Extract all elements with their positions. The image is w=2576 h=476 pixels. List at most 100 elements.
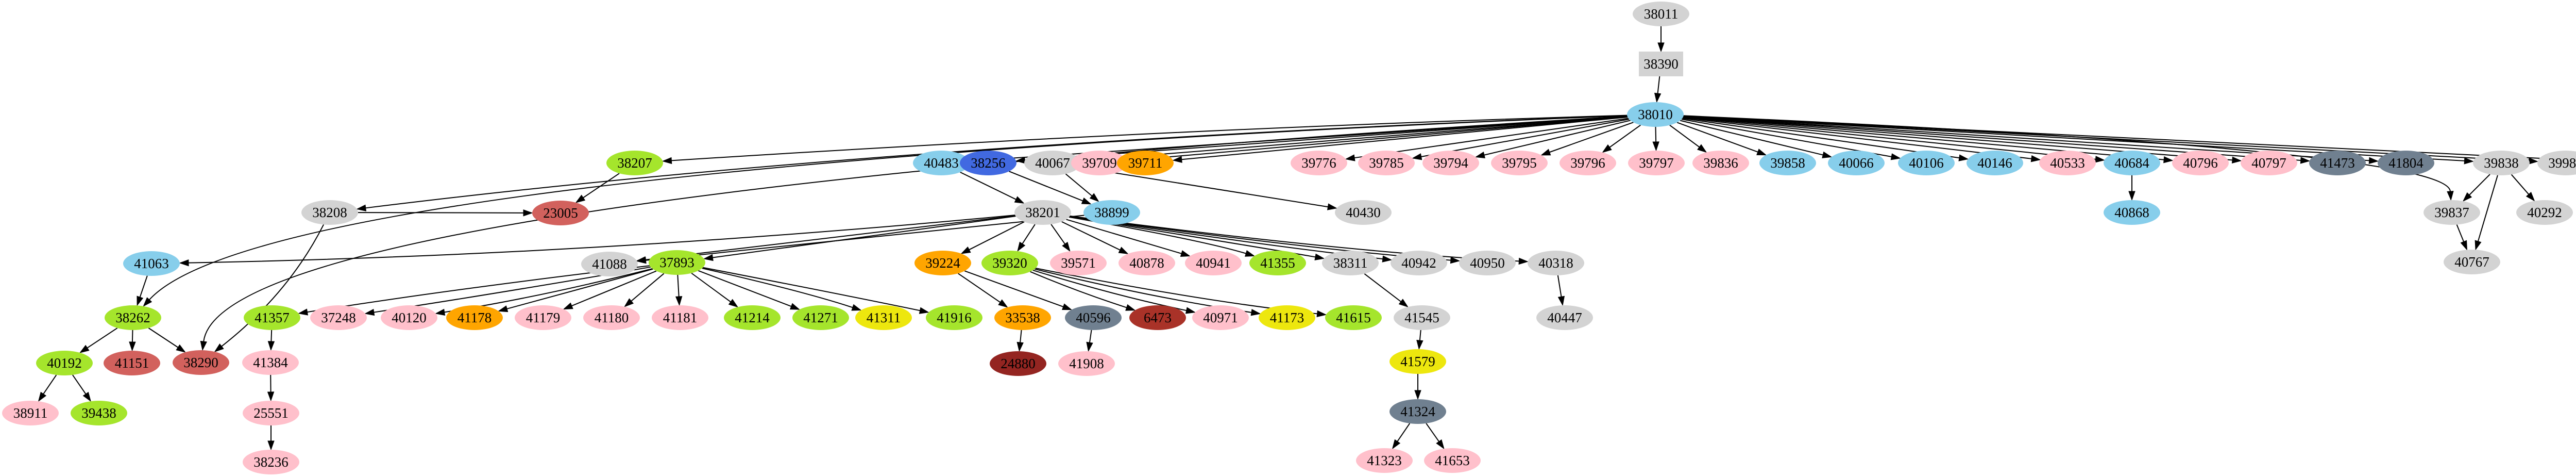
- edges-layer: [38, 26, 2576, 451]
- node-label-39224: 39224: [925, 255, 960, 271]
- node-ellipse-40971: [1192, 305, 1249, 330]
- node-39438: 39438: [71, 401, 127, 425]
- arrowhead-39838-39837: [2462, 192, 2472, 202]
- arrowhead-40067-38899: [1089, 193, 1099, 202]
- node-ellipse-40797: [2241, 151, 2297, 175]
- node-label-39797: 39797: [1639, 155, 1674, 171]
- arrowhead-37893-41180: [624, 298, 634, 307]
- node-38236: 38236: [243, 450, 299, 474]
- node-label-40868: 40868: [2114, 205, 2149, 220]
- node-39785: 39785: [1358, 151, 1415, 175]
- node-39797: 39797: [1628, 151, 1685, 175]
- node-ellipse-38207: [606, 151, 663, 175]
- node-ellipse-40146: [1967, 151, 2023, 175]
- node-40067: 40067: [1024, 151, 1081, 175]
- node-ellipse-39836: [1692, 151, 1749, 175]
- node-ellipse-41384: [242, 350, 299, 375]
- node-ellipse-41181: [652, 305, 708, 330]
- node-label-39794: 39794: [1433, 155, 1468, 171]
- node-ellipse-41615: [1325, 305, 1382, 330]
- node-40797: 40797: [2241, 151, 2297, 175]
- edge-38201-37893: [713, 216, 1016, 258]
- arrowhead-39320-6473: [1125, 304, 1136, 311]
- edge-37893-41214: [691, 272, 731, 303]
- node-41653: 41653: [1424, 448, 1481, 473]
- node-ellipse-39709: [1071, 151, 1128, 175]
- edge-38010-39711: [1181, 117, 1628, 160]
- node-ellipse-38011: [1633, 2, 1689, 26]
- node-label-41324: 41324: [1400, 404, 1435, 419]
- edge-39838-40292: [2511, 174, 2529, 195]
- node-ellipse-40447: [1536, 305, 1593, 330]
- node-ellipse-41088: [581, 252, 638, 276]
- node-label-39571: 39571: [1061, 255, 1096, 271]
- node-40684: 40684: [2104, 151, 2160, 175]
- node-label-41579: 41579: [1400, 354, 1435, 369]
- node-ellipse-40430: [1335, 200, 1392, 225]
- arrowhead-41357-41384: [267, 341, 275, 351]
- node-ellipse-40192: [36, 351, 93, 375]
- edge-38010-40106: [1681, 119, 1892, 157]
- arrowhead-40318-40447: [1557, 296, 1565, 306]
- edge-40067-40430: [1079, 167, 1328, 208]
- node-ellipse-41473: [2309, 151, 2366, 175]
- edge-40192-39438: [72, 374, 87, 395]
- node-41180: 41180: [583, 305, 640, 330]
- arrowhead-38010-40066: [1822, 151, 1833, 158]
- arrowhead-39320-41173: [1250, 309, 1261, 316]
- node-ellipse-38311: [1322, 251, 1379, 275]
- node-ellipse-41357: [244, 305, 300, 330]
- arrowhead-38262-38290: [176, 344, 186, 353]
- node-41323: 41323: [1356, 448, 1413, 473]
- node-39709: 39709: [1071, 151, 1128, 175]
- node-40292: 40292: [2516, 200, 2573, 225]
- node-ellipse-33538: [994, 305, 1051, 330]
- node-40796: 40796: [2172, 151, 2229, 175]
- node-ellipse-41653: [1424, 448, 1481, 473]
- node-label-38256: 38256: [971, 155, 1006, 171]
- edge-41324-41323: [1397, 423, 1411, 442]
- node-40066: 40066: [1828, 151, 1885, 175]
- node-ellipse-41804: [2378, 151, 2434, 175]
- node-ellipse-41063: [123, 251, 180, 276]
- node-39838: 39838: [2473, 151, 2530, 175]
- node-ellipse-41908: [1058, 351, 1115, 376]
- node-41178: 41178: [446, 305, 503, 330]
- edge-38010-40066: [1680, 120, 1823, 156]
- node-label-39785: 39785: [1369, 155, 1404, 171]
- node-ellipse-39796: [1560, 151, 1616, 175]
- arrowhead-38011-38390: [1657, 42, 1665, 53]
- edge-40067-38899: [1065, 173, 1093, 196]
- arrowhead-37893-37248: [364, 308, 375, 316]
- arrowhead-38010-40106: [1890, 153, 1901, 160]
- node-label-24880: 24880: [1001, 356, 1036, 371]
- node-label-40430: 40430: [1346, 205, 1381, 220]
- arrowhead-37893-41181: [675, 296, 683, 306]
- node-label-39796: 39796: [1570, 155, 1605, 171]
- node-label-41173: 41173: [1270, 310, 1304, 325]
- node-40868: 40868: [2104, 200, 2160, 225]
- node-40120: 40120: [381, 305, 437, 330]
- node-40941: 40941: [1185, 251, 1242, 275]
- edge-38010-38256: [1025, 116, 1628, 161]
- arrowhead-39837-40767: [2460, 240, 2467, 251]
- node-ellipse-41179: [515, 305, 571, 330]
- node-39320: 39320: [981, 251, 1038, 275]
- node-ellipse-40106: [1898, 151, 1955, 175]
- node-ellipse-38201: [1014, 200, 1071, 225]
- arrowhead-38390-38010: [1654, 92, 1662, 103]
- node-ellipse-41579: [1389, 349, 1446, 374]
- arrowhead-38311-41545: [1398, 299, 1409, 308]
- node-40878: 40878: [1118, 251, 1175, 275]
- node-41311: 41311: [855, 305, 912, 330]
- node-38010: 38010: [1627, 102, 1684, 127]
- arrowhead-38010-41473: [2300, 157, 2311, 164]
- edge-38201-41088: [645, 215, 1016, 260]
- node-41324: 41324: [1389, 399, 1446, 424]
- node-label-41916: 41916: [937, 310, 972, 325]
- node-ellipse-40950: [1459, 251, 1516, 275]
- arrowhead-38201-40318: [1518, 257, 1529, 265]
- edge-38262-38290: [148, 327, 178, 348]
- edge-38208-38290: [221, 224, 325, 347]
- node-label-41357: 41357: [255, 310, 290, 325]
